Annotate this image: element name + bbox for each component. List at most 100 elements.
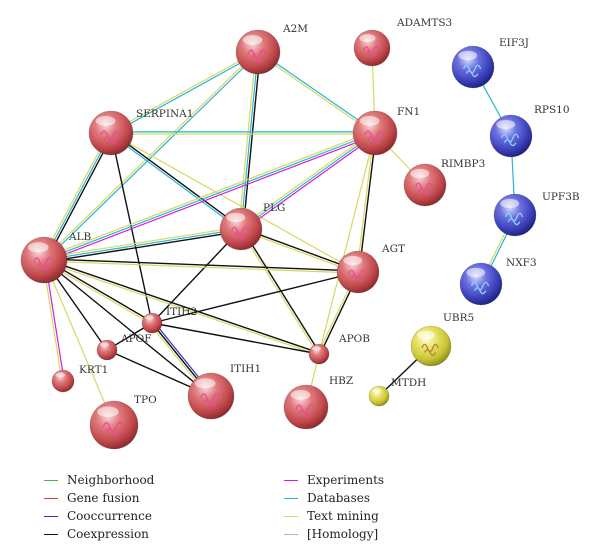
edge-line-textmining — [110, 50, 258, 133]
edge-line-textmining — [239, 130, 375, 228]
edge-line-coexpression — [358, 133, 377, 273]
edge-a2m-fn1 — [257, 50, 376, 135]
edge-alb-agt — [43, 258, 359, 274]
protein-structure-icon — [200, 393, 220, 407]
edge-serpina1-fn1 — [111, 131, 375, 135]
edge-line-textmining — [257, 52, 375, 135]
node-alb[interactable]: ALB — [20, 231, 92, 284]
edge-a2m-serpina1 — [110, 50, 259, 135]
node-a2m[interactable]: A2M — [235, 23, 308, 75]
legend-item-coexpression: Coexpression — [44, 526, 149, 542]
protein-structure-icon — [33, 257, 53, 271]
node-plg[interactable]: PLG — [219, 202, 285, 251]
node-fn1[interactable]: FN1 — [352, 106, 420, 156]
legend-label: Experiments — [307, 473, 385, 487]
edge-serpina1-itih2 — [110, 132, 153, 324]
legend-swatch — [44, 479, 58, 481]
protein-structure-icon — [414, 182, 434, 196]
protein-structure-icon — [363, 46, 380, 58]
node-apob[interactable]: APOB — [308, 333, 370, 365]
edge-line-textmining — [43, 226, 241, 259]
edge-alb-apob — [43, 258, 320, 356]
edge-line-coexpression — [151, 322, 320, 355]
node-label: ADAMTS3 — [396, 17, 452, 29]
node-mtdh[interactable]: MTDH — [368, 377, 426, 407]
node-serpina1[interactable]: SERPINA1 — [88, 108, 193, 156]
edge-serpina1-agt — [110, 132, 359, 273]
edge-line-databases — [44, 52, 260, 262]
protein-structure-icon — [230, 226, 250, 240]
node-eif3j[interactable]: EIF3J — [451, 37, 529, 89]
protein-structure-icon — [421, 343, 439, 356]
protein-structure-icon — [102, 422, 124, 437]
edge-serpina1-alb — [41, 131, 114, 262]
edge-alb-itih1 — [43, 259, 212, 397]
edge-line-databases — [240, 51, 259, 230]
edge-line-textmining — [110, 132, 359, 273]
legend-label: Databases — [307, 491, 371, 505]
node-nxf3[interactable]: NXF3 — [459, 257, 537, 306]
node-highlight — [458, 50, 478, 61]
edge-fn1-plg — [239, 130, 377, 232]
edge-line-coexpression — [43, 259, 212, 397]
edge-line-databases — [43, 228, 242, 261]
node-highlight — [372, 388, 381, 393]
node-krt1[interactable]: KRT1 — [51, 364, 108, 393]
node-highlight — [95, 116, 116, 126]
node-hbz[interactable]: HBZ — [283, 375, 353, 430]
node-highlight — [359, 116, 380, 126]
protein-structure-icon — [247, 49, 267, 63]
edge-a2m-plg — [238, 51, 261, 230]
node-label: AGT — [381, 243, 405, 255]
node-highlight — [290, 390, 311, 400]
node-highlight — [312, 346, 321, 351]
legend-item-textmining: Text mining — [284, 508, 379, 524]
edge-line-coexpression — [44, 258, 320, 354]
legend-swatch — [284, 533, 298, 535]
node-itih2[interactable]: ITIH2 — [141, 306, 197, 334]
node-highlight — [359, 34, 376, 43]
node-highlight — [410, 168, 430, 179]
node-label: TPO — [134, 394, 157, 406]
edge-line-coexpression — [110, 132, 153, 324]
edge-plg-itih2 — [151, 228, 242, 324]
node-label: RIMBP3 — [441, 158, 485, 170]
node-upf3b[interactable]: UPF3B — [493, 191, 580, 237]
node-rimbp3[interactable]: RIMBP3 — [403, 158, 485, 207]
edge-plg-alb — [43, 226, 242, 263]
legend-label: Coexpression — [67, 527, 149, 541]
node-adamts3[interactable]: ADAMTS3 — [353, 17, 452, 67]
edge-serpina1-plg — [109, 131, 243, 231]
node-agt[interactable]: AGT — [336, 243, 405, 294]
node-rps10[interactable]: RPS10 — [489, 104, 570, 158]
node-label: MTDH — [391, 377, 426, 389]
node-itih1[interactable]: ITIH1 — [187, 363, 261, 420]
node-label: ALB — [68, 231, 92, 243]
node-apof[interactable]: APOF — [96, 333, 152, 361]
node-highlight — [55, 372, 66, 378]
protein-structure-icon — [347, 269, 367, 283]
node-label: UPF3B — [542, 191, 580, 203]
node-highlight — [500, 198, 520, 209]
edge-line-databases — [111, 52, 259, 135]
node-highlight — [343, 255, 363, 266]
edge-line-textmining — [43, 260, 358, 274]
legend-item-genefusion: Gene fusion — [44, 490, 139, 506]
edge-line-textmining — [356, 132, 375, 272]
edge-line-coexpression — [151, 228, 242, 324]
edge-line-textmining — [318, 132, 376, 355]
node-highlight — [466, 267, 486, 278]
node-label: HBZ — [329, 375, 353, 387]
protein-structure-icon — [364, 130, 384, 144]
protein-structure-icon — [295, 404, 315, 418]
legend-swatch — [44, 515, 58, 517]
node-highlight — [417, 330, 435, 340]
protein-structure-icon — [462, 64, 482, 78]
node-ubr5[interactable]: UBR5 — [410, 312, 474, 367]
protein-structure-icon — [100, 130, 120, 144]
node-tpo[interactable]: TPO — [89, 394, 157, 450]
edge-fn1-apob — [318, 132, 376, 355]
